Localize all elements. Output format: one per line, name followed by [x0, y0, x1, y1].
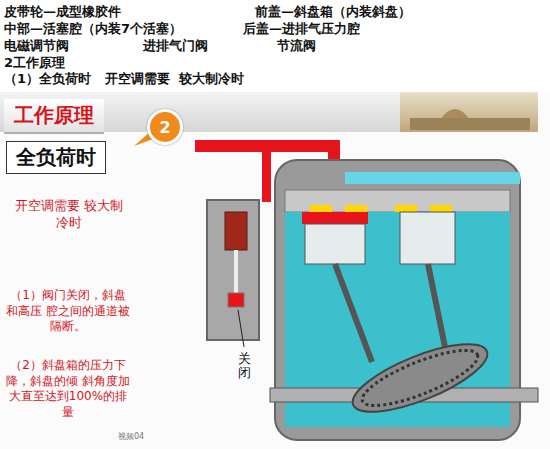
building-photo: [400, 92, 538, 132]
swash-plate-gear: [357, 340, 484, 416]
piston: [305, 224, 365, 264]
building-wall: [410, 118, 530, 130]
part-note: 节流阀: [277, 38, 316, 55]
valve-plate: [285, 190, 510, 212]
suction-pipe: [345, 172, 520, 184]
swash-plate: [345, 331, 495, 426]
part-note: 中部—活塞腔（内装7个活塞）: [4, 21, 182, 38]
node-text: 全负荷时: [16, 144, 96, 171]
connecting-rod: [428, 264, 446, 352]
explanation-text: （2）斜盘箱的压力下降，斜盘的倾 斜角度加大直至达到100%的排量: [6, 358, 130, 420]
part-note: 后盖—进排气压力腔: [243, 21, 360, 38]
condition-note: 开空调需要 较大制冷时: [10, 198, 128, 232]
explanation-text: （1）阀门关闭，斜盘和高压 腔之间的通道被隔断。: [6, 288, 130, 335]
callout-number: 2: [147, 109, 183, 145]
valve-state-label: 关闭: [238, 352, 251, 381]
section-subheading: （1）全负荷时 开空调需要 较大制冷时: [4, 71, 244, 88]
piston: [400, 212, 455, 264]
compression-space: [302, 212, 368, 224]
node-text: 工作原理: [14, 102, 94, 129]
part-note: 前盖—斜盘箱（内装斜盘）: [255, 4, 411, 21]
header-box: 工作原理: [4, 99, 104, 134]
node-text: 2: [159, 118, 170, 137]
valve-stem: [234, 250, 238, 294]
part-note: 皮带轮—成型橡胶件: [4, 4, 121, 21]
part-note: 电磁调节阀: [4, 38, 69, 55]
leader-line: [238, 310, 244, 347]
reed-valve: [310, 205, 332, 213]
control-pipe: [262, 140, 271, 202]
connecting-rod: [335, 264, 372, 362]
slide-ground: [0, 92, 550, 449]
header-bar: [0, 92, 400, 132]
solenoid: [225, 212, 247, 250]
state-box: 全负荷时: [6, 141, 106, 174]
part-note: 进排气门阀: [143, 38, 208, 55]
video-tag: 视频04: [118, 432, 144, 442]
section-heading: 2工作原理: [4, 55, 65, 72]
valve-ball: [228, 293, 244, 307]
reed-valve: [345, 205, 367, 213]
control-valve-housing: [207, 200, 259, 340]
